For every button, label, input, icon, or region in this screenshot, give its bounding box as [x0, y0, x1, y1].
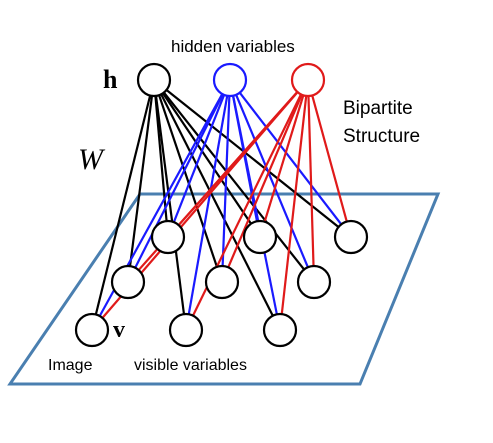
- hidden-unit-node-blue: [212, 62, 248, 98]
- visible-unit-node: [333, 219, 369, 255]
- visible-unit-node: [74, 312, 110, 348]
- hidden-variables-label: hidden variables: [171, 37, 295, 56]
- edge-h1-v7: [94, 95, 152, 315]
- visible-unit-node: [150, 219, 186, 255]
- edge-h2-v1: [172, 94, 226, 223]
- visible-unit-node: [262, 312, 298, 348]
- hidden-unit-node-red: [290, 62, 326, 98]
- edge-h2-v3: [238, 92, 343, 225]
- visible-unit-node: [242, 219, 278, 255]
- edge-h3-v6: [307, 95, 315, 267]
- edge-h2-v6: [235, 94, 309, 268]
- visible-unit-node: [168, 312, 204, 348]
- edge-h1-v3: [165, 89, 340, 228]
- edge-h3-v3: [311, 95, 348, 222]
- image-label: Image: [48, 357, 93, 374]
- edge-h1-v4: [128, 95, 154, 267]
- v-label: v: [113, 317, 125, 343]
- edge-h2-v5: [221, 95, 231, 267]
- hidden-unit-node-black: [136, 62, 172, 98]
- edge-h2-v8: [187, 95, 229, 315]
- structure-label: Structure: [343, 126, 420, 147]
- edge-h3-v9: [280, 95, 308, 315]
- edge-h3-v5: [227, 94, 303, 268]
- edge-h1-v8: [154, 95, 186, 315]
- edge-h1-v6: [163, 91, 305, 271]
- edge-h2-v4: [134, 93, 224, 269]
- edge-h1-v9: [160, 93, 274, 317]
- bipartite-label: Bipartite: [343, 98, 413, 119]
- edge-h1-v5: [158, 94, 218, 268]
- w-label: W: [78, 143, 106, 176]
- unit-nodes: [74, 62, 369, 348]
- visible-unit-node: [110, 264, 146, 300]
- visible-unit-node: [204, 264, 240, 300]
- visible-variables-label: visible variables: [134, 357, 247, 374]
- h-label: h: [103, 65, 118, 94]
- edge-h1-v2: [162, 92, 252, 225]
- visible-unit-node: [296, 264, 332, 300]
- edge-h3-v2: [263, 94, 305, 223]
